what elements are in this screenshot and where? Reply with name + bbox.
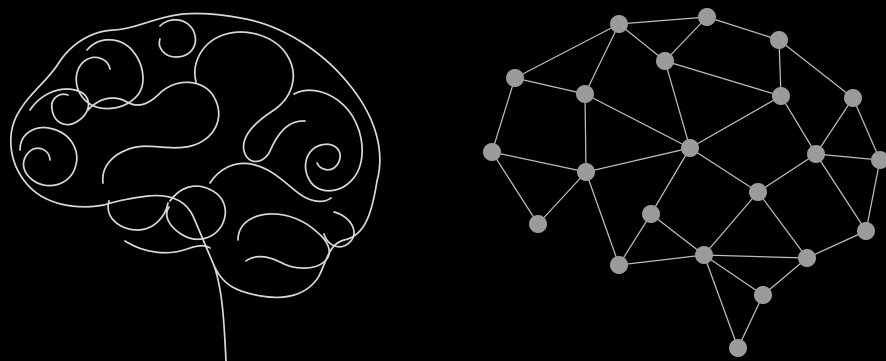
network-edge <box>665 17 707 61</box>
network-edge <box>515 78 585 94</box>
network-node <box>577 163 595 181</box>
network-node <box>695 246 713 264</box>
network-node <box>749 183 767 201</box>
network-edge <box>665 61 781 96</box>
network-edge <box>704 255 738 348</box>
brain-fold-right <box>294 90 362 190</box>
network-edge <box>492 152 538 224</box>
network-edge <box>704 255 763 295</box>
network-edge <box>651 214 704 255</box>
network-node <box>610 15 628 33</box>
network-edge <box>586 148 690 172</box>
brain-fold-left <box>20 128 77 186</box>
network-edge <box>758 154 816 192</box>
network-edge <box>690 96 781 148</box>
network-node <box>844 89 862 107</box>
network-node <box>610 256 628 274</box>
network-edge <box>619 17 707 24</box>
network-edge <box>492 152 586 172</box>
network-edge <box>586 172 619 265</box>
brain-fold-bottom-left <box>108 201 168 230</box>
network-node <box>754 286 772 304</box>
network-edge <box>758 192 807 258</box>
network-edge <box>779 40 853 98</box>
network-edge <box>853 98 880 160</box>
network-edge <box>816 98 853 154</box>
line-art-brain-icon <box>11 13 380 361</box>
brain-stem-fold <box>125 241 210 253</box>
network-node <box>729 339 747 357</box>
network-edge <box>704 192 758 255</box>
network-edge <box>538 172 586 224</box>
brain-fold-upper-center <box>159 20 195 57</box>
network-edge <box>585 94 690 148</box>
network-edge <box>619 214 651 265</box>
network-edge <box>816 154 880 160</box>
network-edge <box>690 148 758 192</box>
brain-fold-middle-right <box>210 163 331 201</box>
network-node <box>681 139 699 157</box>
network-edge <box>704 255 807 258</box>
network-edge <box>707 17 779 40</box>
network-edge <box>619 255 704 265</box>
network-edge <box>807 231 866 258</box>
network-edge <box>866 160 880 231</box>
network-edge <box>665 61 690 148</box>
network-node <box>770 31 788 49</box>
brain-fold-upper-right <box>195 32 305 161</box>
network-edge <box>492 78 515 152</box>
network-node <box>798 249 816 267</box>
network-node <box>656 52 674 70</box>
network-node <box>483 143 501 161</box>
network-node <box>772 87 790 105</box>
network-edge <box>585 24 619 94</box>
network-edge <box>585 94 586 172</box>
network-node <box>807 145 825 163</box>
network-node <box>529 215 547 233</box>
network-edge <box>816 154 866 231</box>
network-node <box>576 85 594 103</box>
network-brain-icon <box>483 8 886 357</box>
network-node <box>871 151 886 169</box>
brain-fold-lower-right <box>238 214 329 268</box>
brain-fold-lower-center <box>167 186 226 239</box>
network-node <box>698 8 716 26</box>
network-node <box>506 69 524 87</box>
network-node <box>857 222 875 240</box>
brain-fold-center <box>88 82 219 183</box>
network-edge <box>781 96 816 154</box>
network-edge <box>651 148 690 214</box>
network-edge <box>515 24 619 78</box>
network-node <box>642 205 660 223</box>
